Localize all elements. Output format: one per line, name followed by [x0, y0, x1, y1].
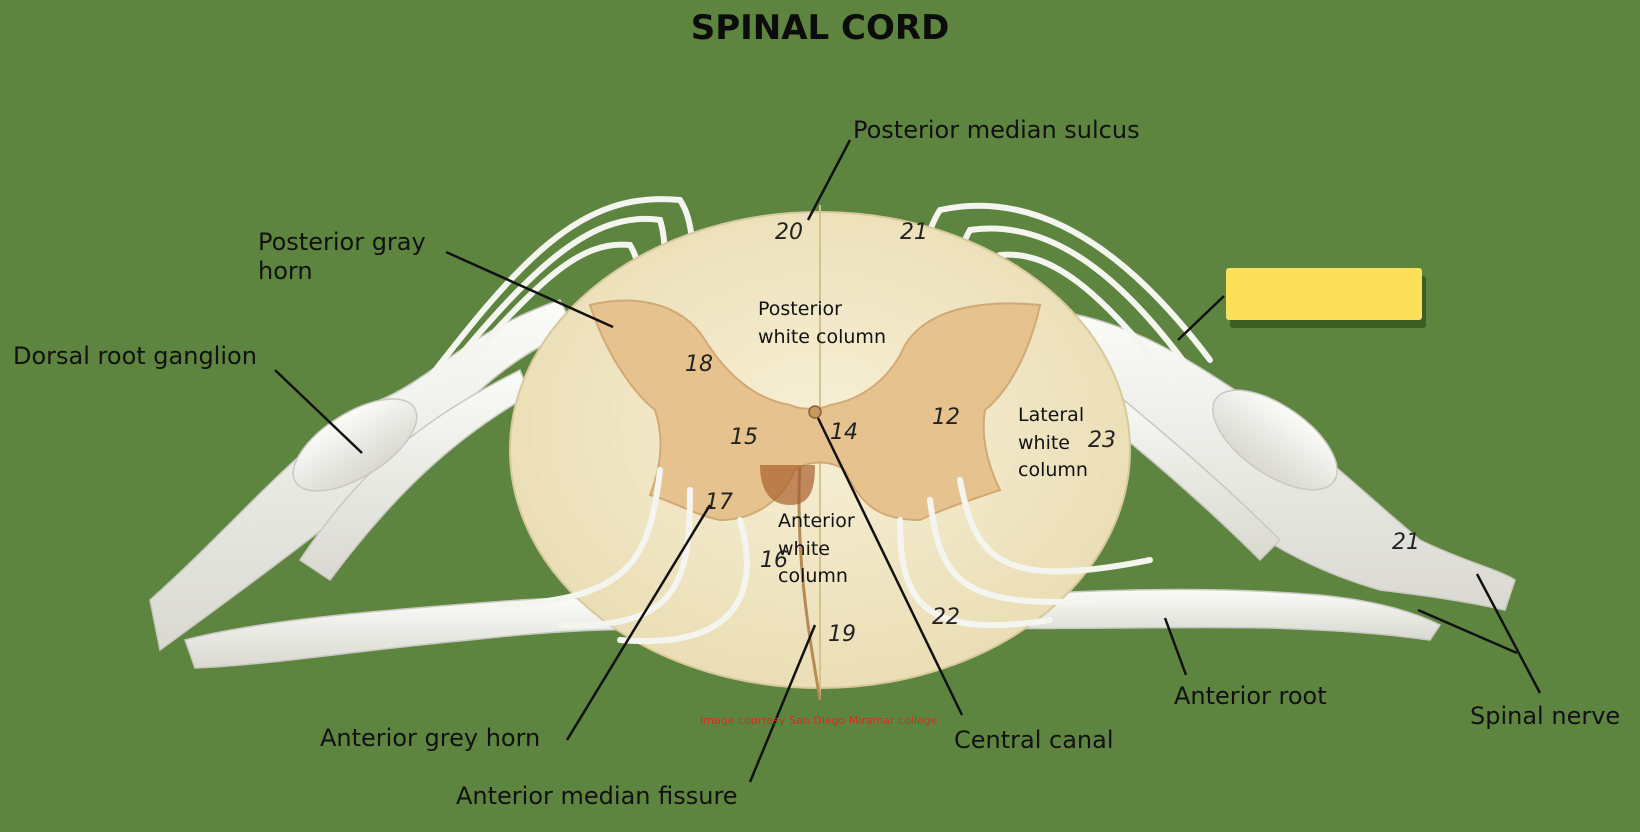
model-number: 14	[830, 420, 858, 445]
model-number: 20	[775, 220, 803, 245]
label-spinal-nerve: Spinal nerve	[1470, 702, 1621, 730]
model-number: 12	[932, 405, 960, 430]
label-posterior-gray-horn: Posterior gray horn	[258, 228, 426, 285]
label-dorsal-root-ganglion: Dorsal root ganglion	[13, 342, 257, 370]
right-spinal-nerve	[959, 309, 1516, 641]
model-number: 15	[730, 425, 758, 450]
label-lateral-white-column: Lateral white column	[1018, 404, 1088, 482]
ventral-rootlets	[497, 467, 1153, 645]
blank-label-box[interactable]	[1226, 268, 1422, 320]
model-number: 19	[828, 622, 856, 647]
page-title: SPINAL CORD	[690, 8, 950, 48]
grey-matter	[588, 299, 1042, 522]
model-number: 22	[932, 605, 960, 630]
left-spinal-nerve	[149, 299, 691, 669]
model-number: 16	[760, 548, 788, 573]
model-number: 21	[1392, 530, 1420, 555]
label-anterior-median-fissure: Anterior median fissure	[456, 782, 738, 810]
label-anterior-root: Anterior root	[1174, 682, 1327, 710]
model-number: 18	[685, 352, 713, 377]
label-posterior-median-sulcus: Posterior median sulcus	[853, 116, 1140, 144]
model-number: 21	[900, 220, 928, 245]
label-anterior-white-column: Anterior white column	[778, 510, 855, 588]
model-number: 23	[1088, 428, 1116, 453]
label-posterior-white-column: Posterior white column	[758, 298, 886, 348]
model-number: 17	[705, 490, 733, 515]
image-credit: Image courtesy San Diego Miramar college	[700, 714, 938, 727]
label-central-canal: Central canal	[954, 726, 1114, 754]
leader-lines	[274, 139, 1542, 783]
label-anterior-grey-horn: Anterior grey horn	[320, 724, 541, 752]
